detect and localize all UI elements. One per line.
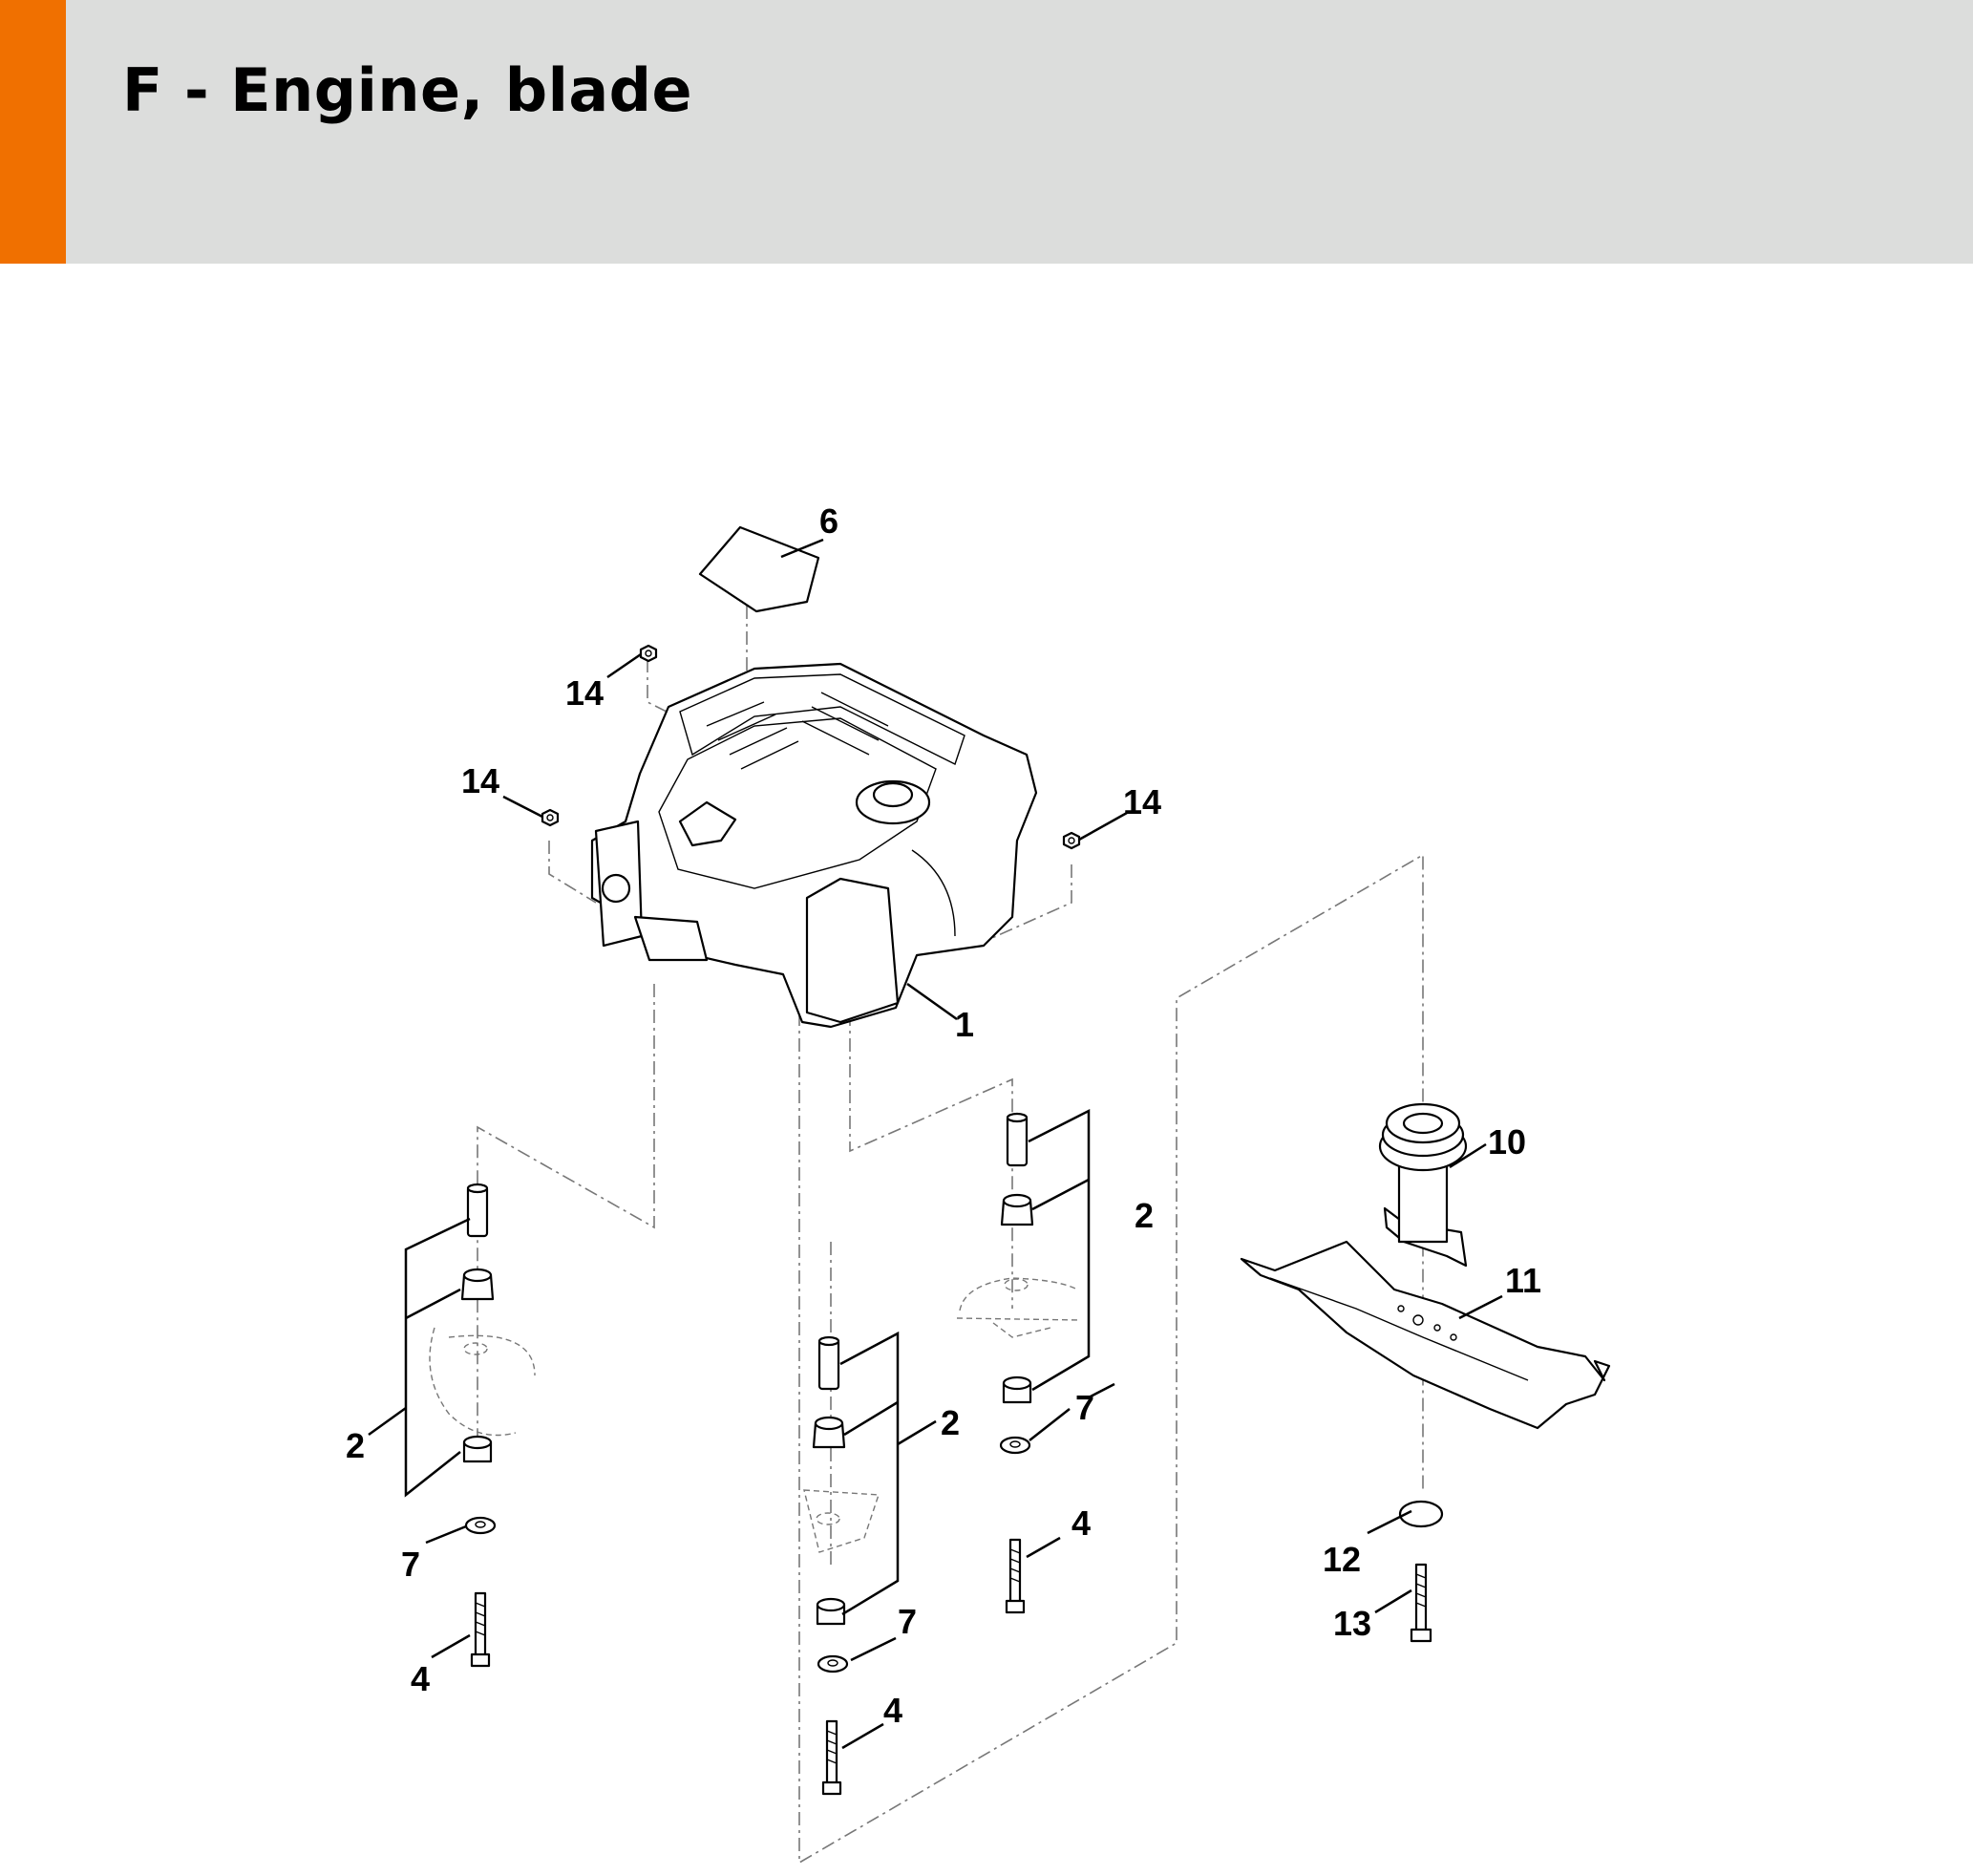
- callout-14-left: 14: [461, 761, 499, 800]
- nut-shape-a: [639, 644, 658, 663]
- mount-stack-right: [956, 1108, 1091, 1614]
- mower-blade-shape: [1240, 1240, 1611, 1430]
- callout-6: 6: [819, 501, 838, 541]
- blade-adapter-shape: [1378, 1102, 1468, 1268]
- callout-11: 11: [1505, 1261, 1541, 1300]
- callout-7-left: 7: [401, 1545, 420, 1584]
- callout-13: 13: [1333, 1604, 1371, 1643]
- header-bar: F - Engine, blade: [0, 0, 1973, 264]
- callout-2-left: 2: [346, 1426, 365, 1465]
- callout-14-right: 14: [1123, 782, 1161, 821]
- callout-4-right: 4: [1071, 1503, 1091, 1543]
- blade-bolt-shape: [1410, 1563, 1432, 1643]
- nut-shape-b: [541, 808, 560, 827]
- callout-4-left: 4: [411, 1659, 430, 1698]
- callout-2-center: 2: [941, 1403, 960, 1442]
- blade-washer-shape: [1398, 1500, 1444, 1528]
- nut-shape-c: [1062, 831, 1081, 850]
- callout-7-center: 7: [898, 1602, 917, 1641]
- callout-7-right: 7: [1075, 1388, 1094, 1427]
- callout-4-center: 4: [883, 1691, 902, 1730]
- callout-10: 10: [1488, 1122, 1526, 1162]
- mount-stack-center: [803, 1331, 900, 1796]
- callout-labels: 6 14 14 14 1 10 11 2 2 2 7 7 7 4 4 4 12 …: [346, 501, 1541, 1730]
- callout-14-top: 14: [565, 673, 604, 713]
- accent-bar: [0, 0, 66, 264]
- label-pad-shape: [698, 525, 820, 613]
- callout-2-right: 2: [1135, 1196, 1154, 1235]
- page-title: F - Engine, blade: [122, 55, 693, 125]
- mount-stack-left: [404, 1183, 536, 1668]
- callout-12: 12: [1323, 1540, 1361, 1579]
- callout-1: 1: [955, 1005, 974, 1044]
- exploded-parts-diagram: 6 14 14 14 1 10 11 2 2 2 7 7 7 4 4 4 12 …: [346, 501, 1611, 1865]
- engine-shape: [590, 662, 1038, 1029]
- leader-lines: [368, 538, 1503, 1750]
